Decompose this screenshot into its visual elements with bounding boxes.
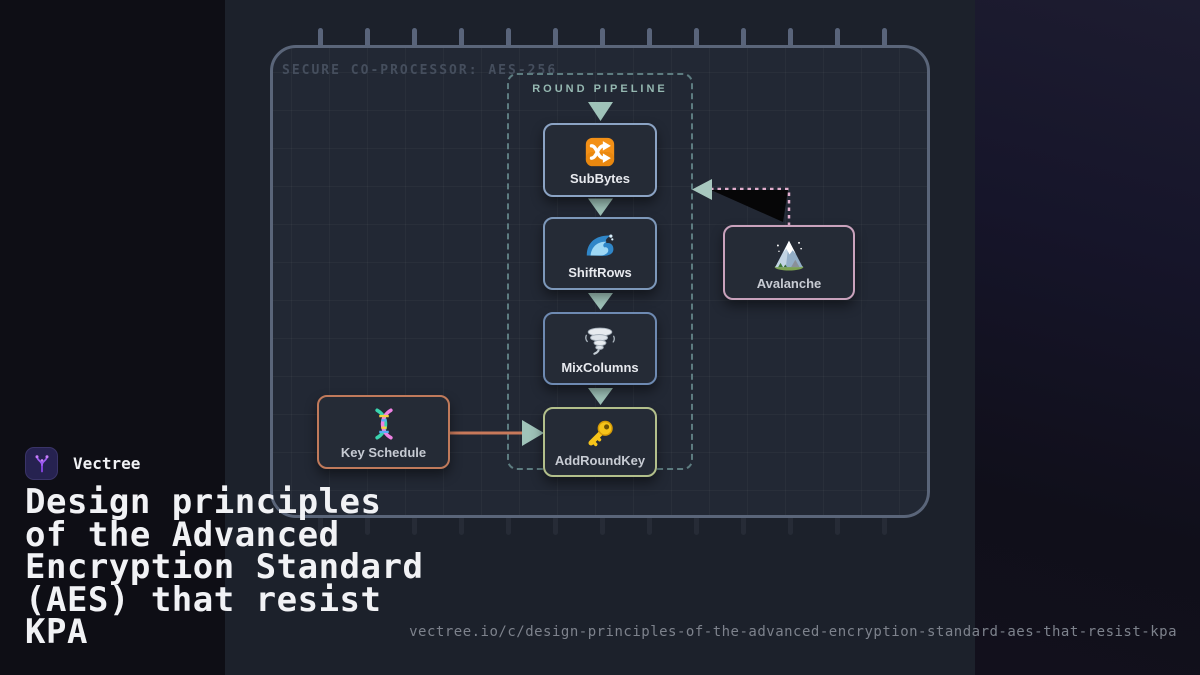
round-pipeline-label: ROUND PIPELINE <box>532 83 668 95</box>
title-line: KPA <box>25 612 88 652</box>
chip-pin <box>365 28 370 46</box>
node-label: Avalanche <box>756 275 822 291</box>
background-gradient <box>975 0 1200 675</box>
chip-pin <box>835 517 840 535</box>
canonical-url: vectree.io/c/design-principles-of-the-ad… <box>409 624 1177 640</box>
node-addroundkey: AddRoundKey <box>543 407 657 477</box>
chip-pin <box>553 517 558 535</box>
chip-pin <box>882 517 887 535</box>
diagram-canvas: SECURE CO-PROCESSOR: AES-256 ROUND PIPEL… <box>225 0 975 675</box>
chip-pin <box>412 517 417 535</box>
node-keyschedule: Key Schedule <box>317 395 450 469</box>
page-title: Design principles of the Advanced Encryp… <box>25 482 424 652</box>
title-line: (AES) that resist <box>25 579 382 620</box>
node-subbytes: SubBytes <box>543 123 657 197</box>
vectree-branch-icon <box>35 454 48 472</box>
chip-pin <box>694 517 699 535</box>
chip-pin <box>506 517 511 535</box>
brand-row: Vectree <box>25 447 140 480</box>
chip-pin <box>459 517 464 535</box>
chip-pin <box>506 28 511 46</box>
chip-pin <box>412 28 417 46</box>
key-icon <box>588 420 613 447</box>
chip-pin <box>600 28 605 46</box>
shuffle-icon <box>585 137 615 167</box>
mountain-icon <box>774 240 804 271</box>
chip-pin <box>318 517 323 535</box>
node-label: MixColumns <box>561 359 639 375</box>
chip-pin <box>459 28 464 46</box>
title-line: of the Advanced <box>25 514 340 555</box>
tornado-icon <box>585 327 615 355</box>
node-label: ShiftRows <box>568 264 632 280</box>
chip-pin <box>318 28 323 46</box>
chip-label: SECURE CO-PROCESSOR: AES-256 <box>282 63 558 78</box>
node-label: SubBytes <box>570 171 630 186</box>
title-line: Design principles <box>25 482 382 522</box>
brand-name: Vectree <box>73 454 141 473</box>
node-shiftrows: ShiftRows <box>543 217 657 290</box>
chip-pin <box>647 28 652 46</box>
chip-pin <box>647 517 652 535</box>
dna-icon <box>374 408 393 440</box>
node-avalanche: Avalanche <box>723 225 855 300</box>
node-label: Key Schedule <box>340 445 427 460</box>
brand-logo <box>25 447 58 480</box>
node-label: AddRoundKey <box>554 453 646 468</box>
chip-pin <box>788 28 793 46</box>
wave-icon <box>586 233 614 256</box>
chip-pin <box>835 28 840 46</box>
chip-pin <box>553 28 558 46</box>
node-mixcolumns: MixColumns <box>543 312 657 385</box>
chip-pin <box>365 517 370 535</box>
chip-pin <box>882 28 887 46</box>
chip-pin <box>788 517 793 535</box>
title-line: Encryption Standard <box>25 547 424 587</box>
chip-pin <box>741 28 746 46</box>
chip-pin <box>600 517 605 535</box>
chip-pin <box>694 28 699 46</box>
chip-pin <box>741 517 746 535</box>
